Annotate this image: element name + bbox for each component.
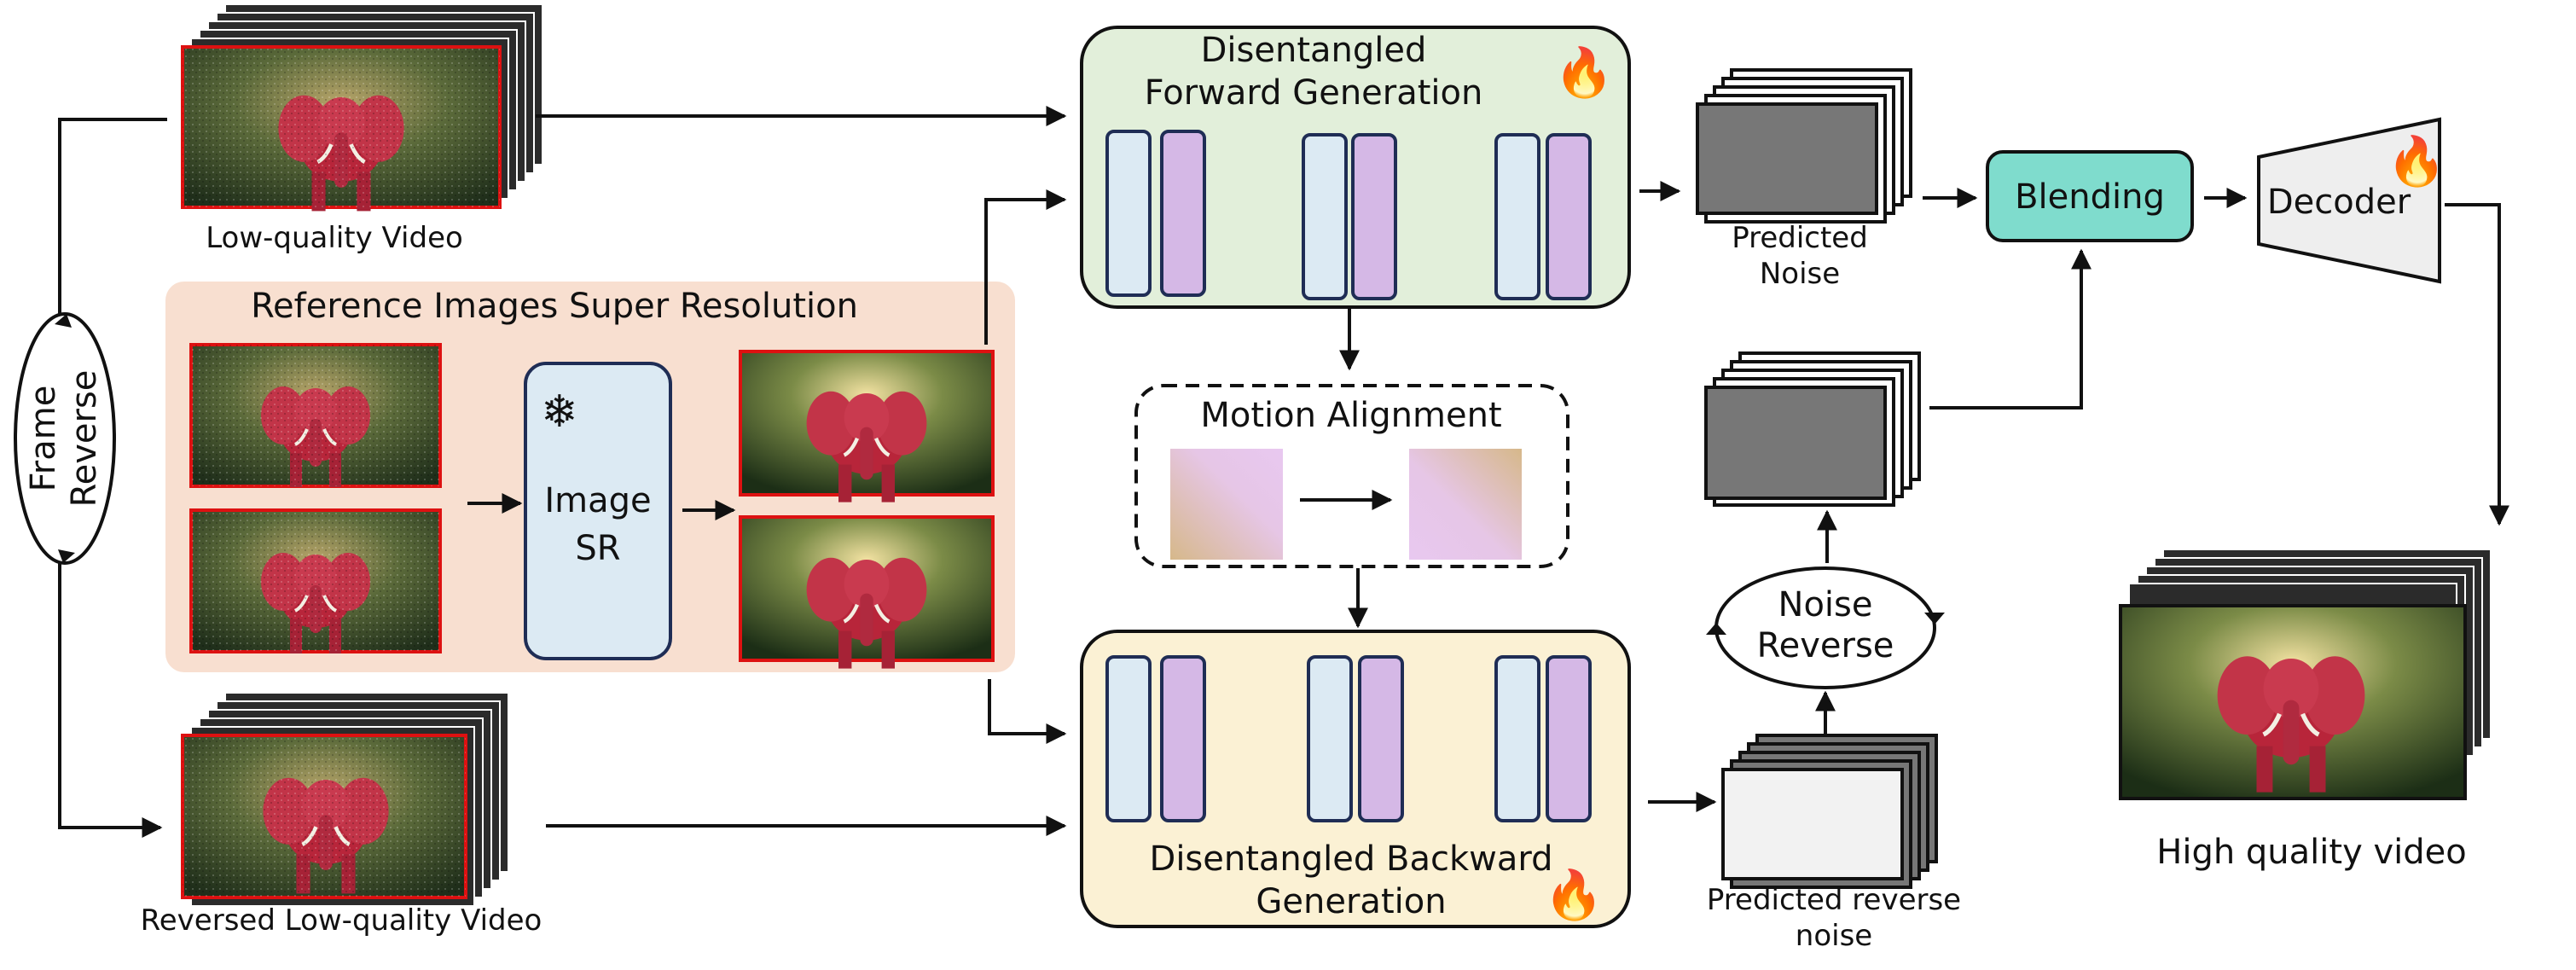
reversed-video-stack [181,692,509,907]
predicted-noise-stack [1696,68,1912,224]
forward-title-2: Forward Generation [1145,73,1483,113]
decoder-block: Decoder 🔥 [2257,117,2446,284]
motion-frame-source [1170,449,1283,560]
predicted-reverse-noise-stack [1721,734,1938,889]
reversed-noise-stack [1704,351,1921,507]
decoder-label: Decoder [2267,183,2411,222]
predicted-reverse-noise-label-2: noise [1796,919,1872,953]
low-quality-video-label: Low-quality Video [206,221,463,255]
low-quality-video-stack [181,3,543,211]
noise-reverse: Noise Reverse [1706,566,1945,689]
high-quality-video-stack [2119,549,2492,800]
frame-reverse-label-2: Reverse [65,370,104,508]
blending-block: Blending [1986,150,2194,242]
image-sr-block [524,362,672,660]
fire-icon: 🔥 [1554,45,1614,101]
forward-generation-block: Disentangled Forward Generation 🔥 [1080,26,1631,309]
reversed-video-label: Reversed Low-quality Video [141,903,542,938]
backward-title-1: Disentangled Backward [1150,839,1553,879]
forward-title-1: Disentangled [1201,31,1427,70]
noise-reverse-label-2: Reverse [1757,626,1894,665]
noise-reverse-label-1: Noise [1778,585,1873,624]
reference-sr-panel: Reference Images Super Resolution ❄ Imag… [165,282,1015,672]
predicted-noise-label-2: Noise [1760,257,1840,291]
frame-reverse: Frame Reverse [14,312,116,565]
blending-label: Blending [2015,177,2165,217]
image-sr-label-2: SR [575,529,620,568]
high-quality-video-label: High quality video [2156,833,2466,872]
motion-alignment-block: Motion Alignment [1134,384,1569,568]
fire-icon: 🔥 [2387,134,2446,189]
predicted-reverse-noise-label-1: Predicted reverse [1707,883,1961,917]
backward-generation-block: Disentangled Backward Generation 🔥 [1080,630,1631,928]
motion-frame-target [1409,449,1522,560]
frame-reverse-label-1: Frame [24,386,63,492]
backward-title-2: Generation [1256,882,1446,921]
predicted-noise-label-1: Predicted [1732,221,1868,255]
fire-icon: 🔥 [1544,868,1604,923]
reference-sr-title: Reference Images Super Resolution [251,287,858,326]
image-sr-label-1: Image [544,481,651,520]
snowflake-icon: ❄ [541,386,578,438]
motion-alignment-title: Motion Alignment [1200,396,1501,435]
